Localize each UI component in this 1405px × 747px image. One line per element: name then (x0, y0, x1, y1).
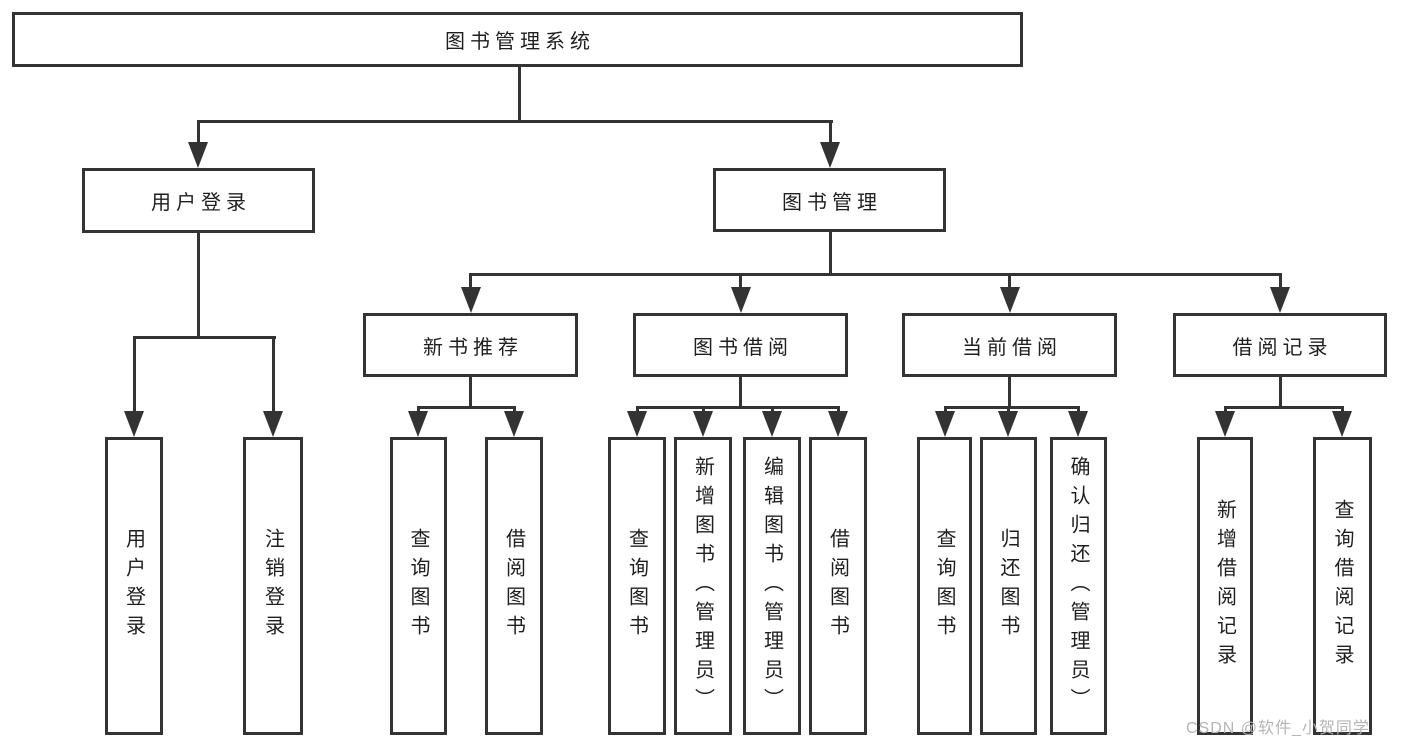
node-label: 新增图书（管理员） (691, 455, 714, 717)
arrowhead-icon (999, 287, 1020, 313)
arrowhead-icon (504, 411, 524, 437)
connector-line (943, 406, 947, 411)
leaf-query-borrow-record: 查询借阅记录 (1313, 437, 1372, 735)
leaf-confirm-return-admin: 确认归还（管理员） (1050, 437, 1107, 735)
node-label: 确认归还（管理员） (1067, 455, 1089, 717)
leaf-borrow-books: 借阅图书 (485, 437, 543, 735)
connector-line (416, 406, 516, 409)
leaf-user-login: 用户登录 (105, 437, 163, 735)
leaf-add-borrow-record: 新增借阅记录 (1197, 437, 1253, 735)
csdn-watermark: CSDN @软件_小贺同学 (1186, 720, 1370, 737)
arrowhead-icon (460, 287, 481, 313)
connector-line (132, 336, 276, 339)
leaf-return-books: 归还图书 (980, 437, 1037, 735)
connector-line (469, 273, 1282, 276)
node-current-borrowing: 当前借阅 (902, 313, 1117, 377)
arrowhead-icon (998, 411, 1018, 437)
connector-line (1008, 377, 1011, 409)
leaf-logout: 注销登录 (243, 437, 303, 735)
connector-line (635, 406, 639, 411)
node-label: 图书管理 (782, 191, 882, 214)
leaf-borrow-books: 借阅图书 (809, 437, 867, 735)
arrowhead-icon (935, 411, 955, 437)
connector-line (512, 406, 516, 411)
connector-line (469, 377, 472, 409)
node-label: 归还图书 (997, 528, 1019, 644)
arrowhead-icon (627, 411, 647, 437)
node-label: 查询图书 (625, 528, 648, 644)
node-label: 查询借阅记录 (1331, 499, 1353, 673)
node-new-book-recommendation: 新书推荐 (363, 313, 578, 377)
node-borrowing-records: 借阅记录 (1173, 313, 1387, 377)
arrowhead-icon (1332, 411, 1352, 437)
arrowhead-icon (188, 142, 208, 168)
node-book-management-system: 图书管理系统 (12, 12, 1023, 67)
arrowhead-icon (693, 411, 713, 437)
node-user-login: 用户登录 (82, 168, 315, 233)
arrowhead-icon (408, 411, 428, 437)
connector-line (196, 233, 200, 339)
connector-line (739, 273, 742, 287)
connector-line (739, 377, 742, 409)
node-label: 编辑图书（管理员） (760, 455, 783, 717)
arrowhead-icon (762, 411, 782, 437)
connector-line (1008, 273, 1011, 287)
connector-line (1278, 273, 1282, 287)
connector-line (469, 273, 472, 287)
leaf-add-books-admin: 新增图书（管理员） (674, 437, 732, 735)
connector-line (836, 406, 840, 411)
connector-line (828, 232, 832, 276)
node-label: 借阅图书 (826, 528, 849, 644)
connector-line (1076, 406, 1080, 411)
connector-line (1223, 406, 1344, 409)
arrowhead-icon (1270, 287, 1290, 313)
node-label: 当前借阅 (962, 336, 1062, 359)
connector-line (196, 120, 200, 142)
arrowhead-icon (124, 411, 144, 437)
connector-line (271, 336, 275, 411)
node-label: 新书推荐 (423, 336, 523, 359)
node-label: 注销登录 (261, 528, 284, 644)
connector-line (1223, 406, 1227, 411)
leaf-edit-books-admin: 编辑图书（管理员） (743, 437, 801, 735)
node-label: 用户登录 (122, 528, 145, 644)
connector-line (517, 67, 521, 123)
arrowhead-icon (1068, 411, 1088, 437)
node-label: 查询图书 (933, 528, 955, 644)
arrowhead-icon (820, 142, 840, 168)
connector-line (943, 406, 1080, 409)
connector-line (770, 406, 774, 411)
node-label: 图书借阅 (693, 336, 793, 359)
node-label: 新增借阅记录 (1213, 499, 1236, 673)
connector-line (1278, 377, 1282, 409)
node-label: 查询图书 (407, 528, 429, 644)
leaf-query-books: 查询图书 (608, 437, 666, 735)
arrowhead-icon (730, 287, 751, 313)
connector-line (132, 336, 136, 411)
connector-line (416, 406, 420, 411)
arrowhead-icon (263, 411, 283, 437)
connector-line (828, 120, 832, 142)
leaf-query-books: 查询图书 (390, 437, 447, 735)
connector-line (1006, 406, 1010, 411)
leaf-query-books: 查询图书 (917, 437, 972, 735)
connector-line (701, 406, 705, 411)
node-label: 借阅记录 (1232, 336, 1333, 359)
connector-line (1340, 406, 1344, 411)
connector-line (635, 406, 840, 409)
node-book-management: 图书管理 (713, 168, 946, 232)
node-label: 借阅图书 (502, 528, 525, 644)
node-label: 图书管理系统 (445, 31, 595, 53)
connector-line (196, 120, 833, 123)
arrowhead-icon (828, 411, 848, 437)
node-label: 用户登录 (151, 192, 251, 214)
node-book-borrowing: 图书借阅 (633, 313, 848, 377)
arrowhead-icon (1215, 411, 1235, 437)
